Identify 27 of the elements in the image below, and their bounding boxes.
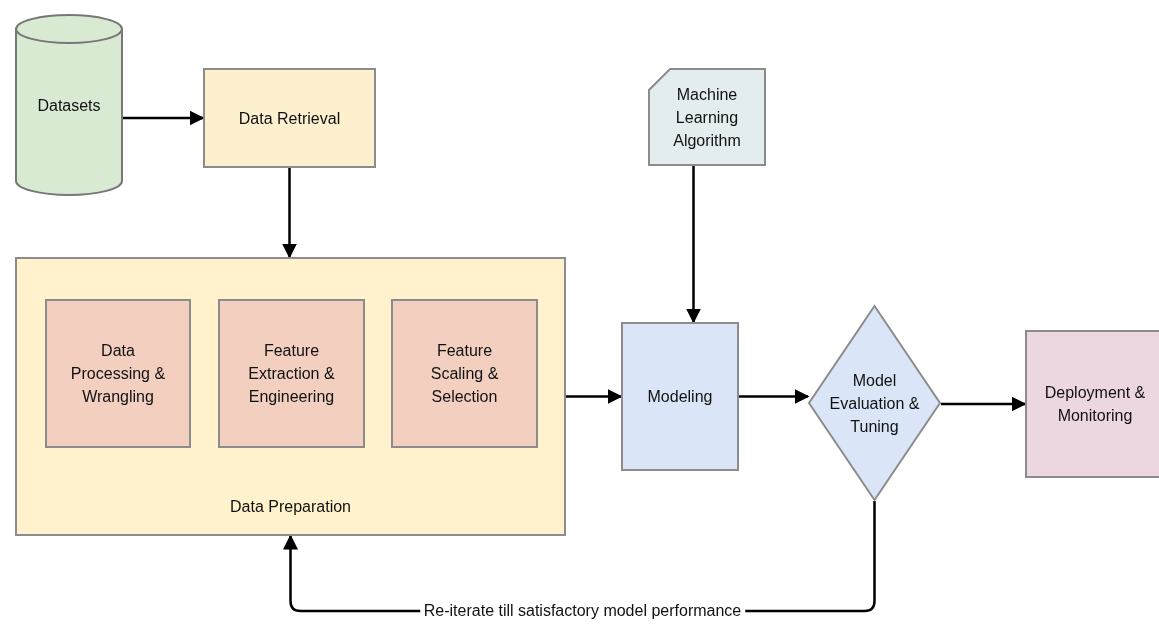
card-shape [648,68,766,166]
arrow [686,166,701,324]
arrow [941,396,1027,412]
database-cylinder [15,15,123,195]
node-label: Modeling [647,387,713,407]
node-label: Feature Scaling & Selection [429,341,500,407]
node-label: Feature Extraction & Engineering [247,341,336,407]
arrow [566,389,623,404]
process-box [1025,330,1159,478]
arrow [123,110,205,126]
process-box [621,322,739,471]
node-label: Datasets [37,95,101,116]
arrow [739,389,810,404]
node-label: Machine Learning Algorithm [672,84,742,151]
node-label: Deployment & Monitoring [1043,383,1147,426]
process-box [391,299,538,448]
process-box [218,299,365,448]
node-label: Data Processing & Wrangling [69,341,167,407]
decision-diamond [808,305,941,501]
node-label: Model Evaluation & Tuning [829,370,920,437]
arrow [282,168,297,259]
node-label: Data Preparation [230,497,351,517]
node-label: Data Retrieval [238,108,341,129]
edge-label: Re-iterate till satisfactory model performance [419,602,746,620]
process-box [45,299,191,448]
process-box [203,68,376,168]
process-box [15,257,566,536]
